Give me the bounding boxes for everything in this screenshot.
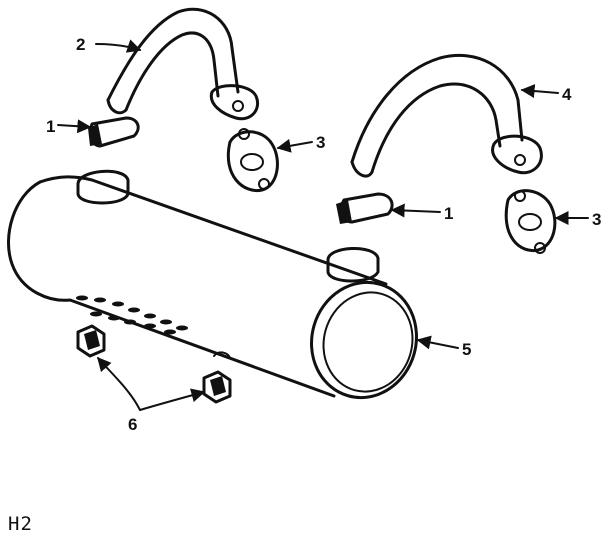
exhaust-pipe-right	[350, 53, 543, 178]
callout-1-right: 1	[444, 204, 453, 223]
gasket-left	[226, 128, 279, 193]
callout-1-left: 1	[46, 117, 55, 136]
leader-lines	[57, 39, 589, 411]
clamp-left	[88, 116, 140, 148]
callout-2: 2	[76, 35, 85, 54]
muffler	[7, 169, 418, 400]
nut-right	[202, 370, 232, 404]
callout-3-right: 3	[592, 210, 601, 229]
exhaust-pipe-left	[106, 7, 259, 121]
callout-4: 4	[562, 85, 572, 104]
diagram-code: H2	[8, 513, 33, 535]
callout-5: 5	[462, 340, 471, 359]
clamp-right	[336, 192, 394, 224]
nut-left	[76, 324, 106, 358]
gasket-right	[504, 189, 557, 254]
callout-3-left: 3	[316, 133, 325, 152]
muffler-perforations	[76, 295, 188, 335]
callout-6: 6	[128, 415, 137, 434]
